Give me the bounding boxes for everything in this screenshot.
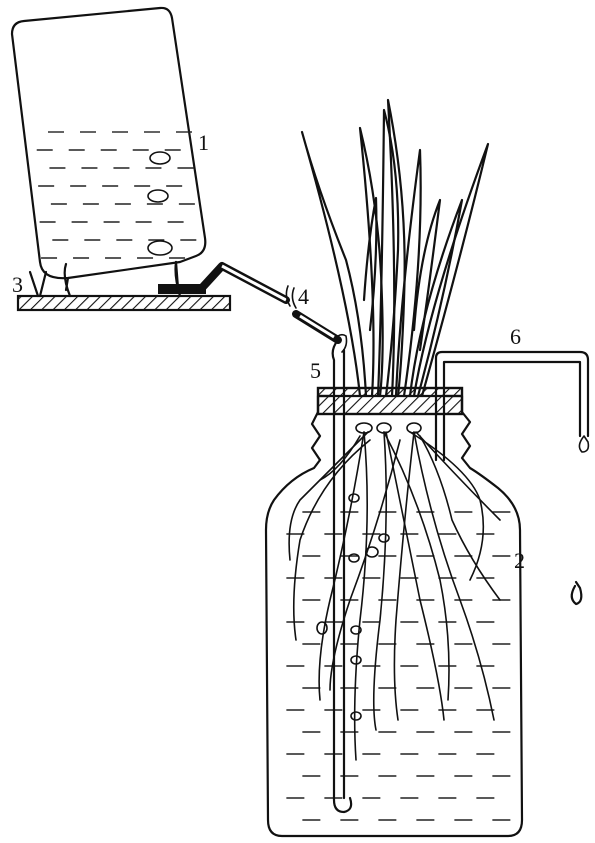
support-stand xyxy=(16,260,232,312)
air-bubble xyxy=(149,151,171,165)
jar-stopper xyxy=(316,386,464,416)
root xyxy=(393,431,415,721)
air-bubble xyxy=(316,621,328,635)
label-support-stand: 3 xyxy=(12,272,23,297)
seedling-roots xyxy=(288,431,501,761)
air-bubble xyxy=(147,240,173,256)
root xyxy=(385,431,445,721)
root xyxy=(318,431,365,701)
label-outlet-tube: 6 xyxy=(510,324,521,349)
air-bubble xyxy=(147,189,169,203)
root xyxy=(383,431,450,701)
root xyxy=(329,439,401,691)
label-rubber-tube: 4 xyxy=(298,284,309,309)
air-bubble xyxy=(350,711,362,721)
supply-bottle-stopper xyxy=(158,284,206,294)
root xyxy=(292,439,371,641)
seedlings xyxy=(300,98,490,434)
root xyxy=(413,431,495,721)
label-inlet-tube: 5 xyxy=(310,358,321,383)
support-board xyxy=(16,294,232,312)
root xyxy=(372,431,388,731)
root xyxy=(288,431,369,561)
label-culture-jar: 2 xyxy=(514,548,525,573)
outlet-tube xyxy=(434,350,590,462)
label-supply-bottle: 1 xyxy=(198,130,209,155)
rubber-tube xyxy=(196,262,342,344)
root xyxy=(419,435,501,601)
root xyxy=(353,431,368,761)
root xyxy=(319,435,361,481)
root xyxy=(409,431,485,581)
water-drop xyxy=(578,435,590,453)
air-bubble xyxy=(348,553,360,563)
air-bubble xyxy=(378,533,390,543)
culture-jar xyxy=(264,386,524,838)
water-drop xyxy=(570,580,583,606)
supply-bottle-water xyxy=(36,131,197,259)
air-bubble xyxy=(350,625,362,635)
supply-bottle xyxy=(10,6,207,294)
air-bubble xyxy=(348,493,360,503)
